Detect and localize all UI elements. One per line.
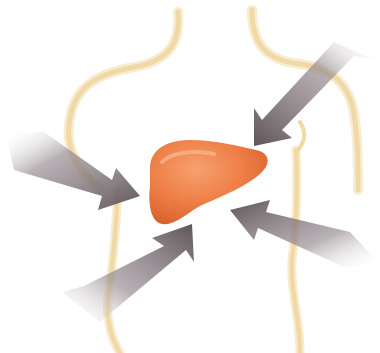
arrow-bottom-right bbox=[230, 200, 378, 268]
arrow-bottom-left bbox=[62, 224, 194, 322]
